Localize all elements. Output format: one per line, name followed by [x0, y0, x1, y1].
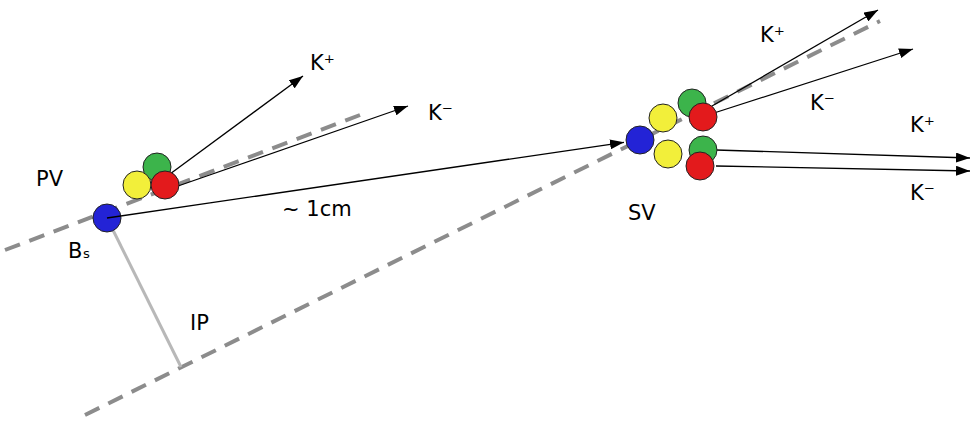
quark-ball: [151, 171, 179, 199]
quark-ball: [649, 104, 677, 132]
distance-label: IP: [190, 310, 209, 336]
vertex-label: SV: [628, 200, 656, 226]
kaon-track: [170, 76, 303, 174]
quark-ball: [686, 152, 714, 180]
primary-vertex: PV: [10, 160, 210, 280]
distance-label: ~ 1cm: [282, 196, 352, 222]
vertex-label: PV: [36, 166, 63, 192]
particle-label: K⁺: [760, 22, 785, 48]
track-extrapolation: [85, 21, 880, 415]
quark-ball: [123, 171, 151, 199]
kaon-track: [178, 106, 408, 186]
flight-arrow: [210, 142, 624, 203]
particle-label: Bₛ: [68, 238, 90, 264]
kaon-track: [716, 150, 970, 158]
quark-ball: [626, 126, 654, 154]
secondary-vertex: SV: [624, 88, 724, 233]
quark-ball: [689, 103, 717, 131]
quark-ball: [654, 140, 682, 168]
kaon-track: [712, 10, 878, 106]
particle-label: K⁻: [428, 100, 453, 126]
flight-path: [107, 203, 210, 218]
particle-label: K⁻: [910, 180, 935, 206]
particle-label: K⁺: [910, 112, 935, 138]
kaon-track: [716, 166, 970, 171]
impact-parameter-line: [107, 218, 181, 367]
track-extrapolation: [5, 115, 360, 250]
particle-label: K⁻: [810, 90, 835, 116]
particle-label: K⁺: [310, 50, 335, 76]
